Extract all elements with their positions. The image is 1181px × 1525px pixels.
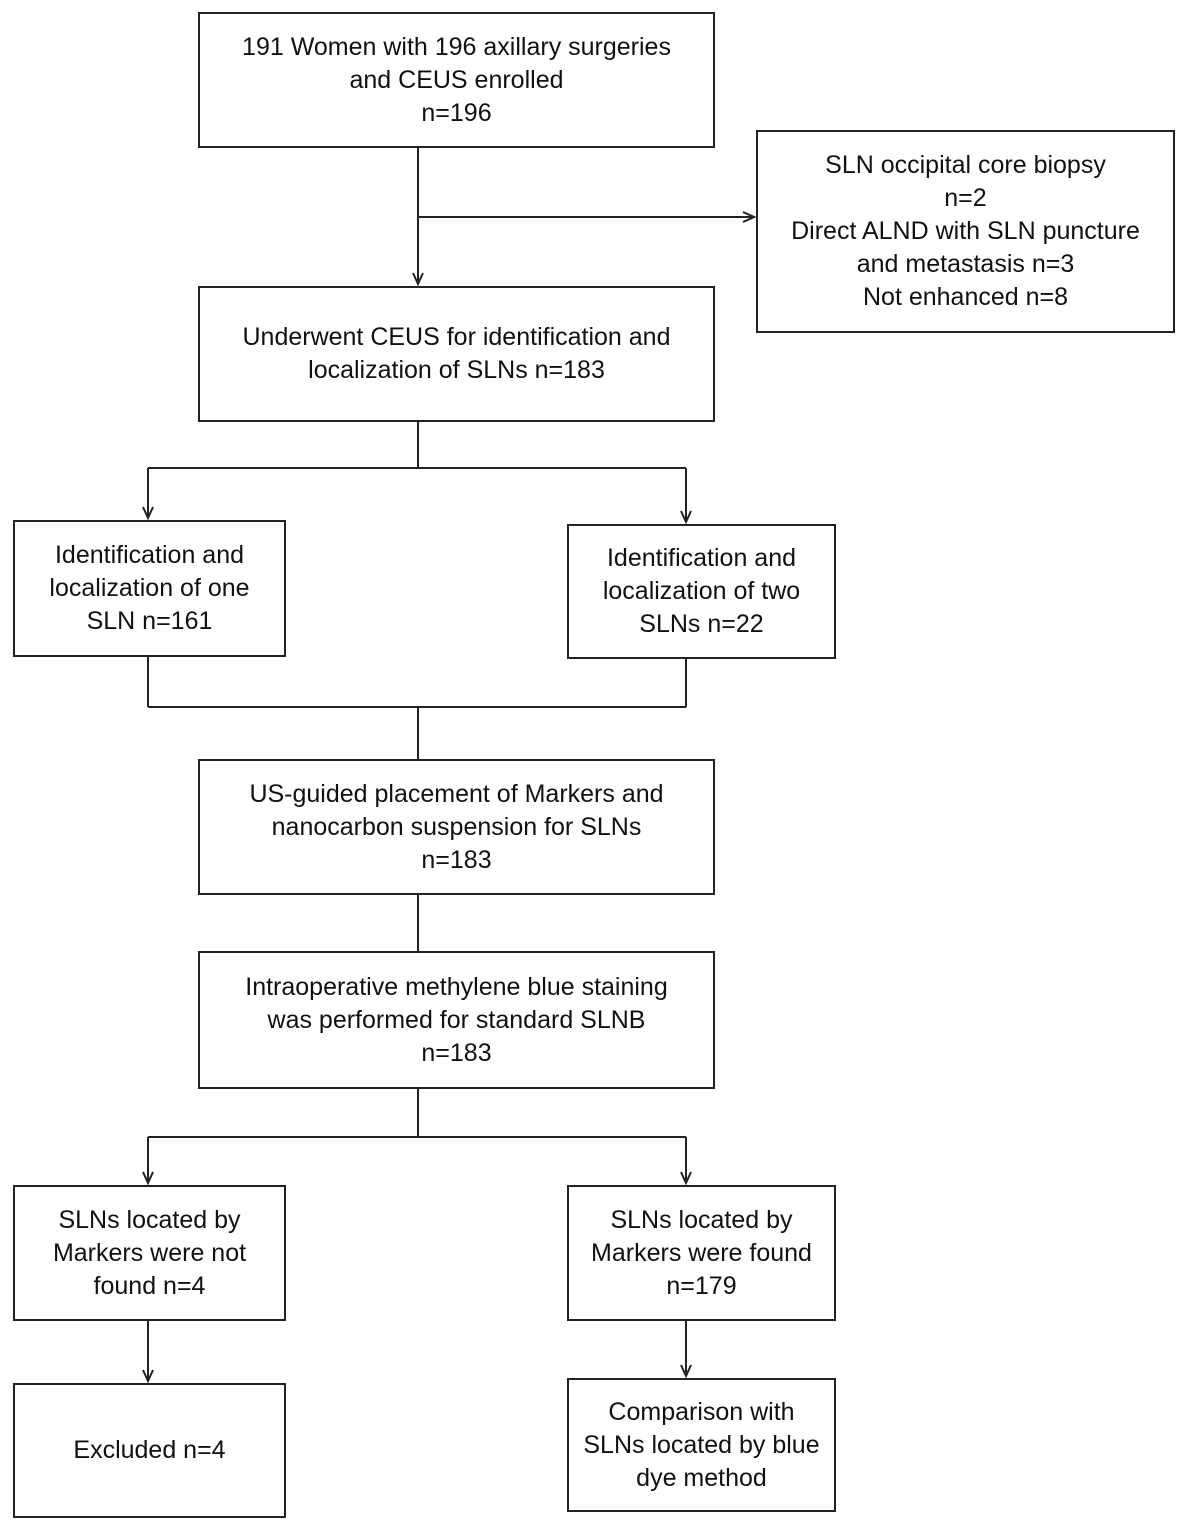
box-found-line: n=179 bbox=[666, 1271, 737, 1300]
box-placement-line: nanocarbon suspension for SLNs bbox=[271, 812, 642, 841]
box-one-sln: Identification and localization of one S… bbox=[13, 520, 286, 657]
box-early-exclusions-line: and metastasis n=3 bbox=[856, 250, 1075, 278]
box-ceus-line: localization of SLNs n=183 bbox=[308, 356, 605, 384]
box-staining-line: n=183 bbox=[421, 1038, 492, 1067]
box-one-sln-line: localization of one bbox=[49, 574, 250, 602]
box-found-line: Markers were found bbox=[591, 1238, 812, 1267]
box-two-sln-line: localization of two bbox=[602, 577, 801, 605]
box-early-exclusions: SLN occipital core biopsy n=2 Direct ALN… bbox=[756, 130, 1175, 333]
box-comparison-line: Comparison with bbox=[608, 1397, 795, 1426]
box-early-exclusions-line: Not enhanced n=8 bbox=[862, 283, 1069, 311]
box-placement: US-guided placement of Markers and nanoc… bbox=[198, 759, 715, 895]
box-ceus: Underwent CEUS for identification and lo… bbox=[198, 286, 715, 422]
box-excluded: Excluded n=4 bbox=[13, 1383, 286, 1518]
box-staining: Intraoperative methylene blue staining w… bbox=[198, 951, 715, 1089]
box-found-line: SLNs located by bbox=[610, 1205, 793, 1234]
box-not-found-line: Markers were not bbox=[52, 1238, 247, 1267]
box-ceus-line: Underwent CEUS for identification and bbox=[242, 323, 671, 351]
box-found: SLNs located by Markers were found n=179 bbox=[567, 1185, 836, 1321]
box-placement-line: US-guided placement of Markers and bbox=[249, 779, 664, 808]
box-staining-line: Intraoperative methylene blue staining bbox=[245, 972, 668, 1001]
box-not-found: SLNs located by Markers were not found n… bbox=[13, 1185, 286, 1321]
box-two-sln-line: SLNs n=22 bbox=[639, 610, 764, 638]
box-staining-line: was performed for standard SLNB bbox=[267, 1005, 646, 1034]
box-not-found-line: found n=4 bbox=[93, 1271, 206, 1300]
box-early-exclusions-line: Direct ALND with SLN puncture bbox=[791, 217, 1140, 245]
box-placement-line: n=183 bbox=[421, 845, 492, 874]
box-comparison: Comparison with SLNs located by blue dye… bbox=[567, 1378, 836, 1512]
box-early-exclusions-line: n=2 bbox=[944, 184, 987, 212]
box-not-found-line: SLNs located by bbox=[58, 1205, 241, 1234]
box-enrolled-line: n=196 bbox=[421, 98, 492, 127]
box-comparison-line: SLNs located by blue bbox=[583, 1430, 820, 1459]
box-one-sln-line: Identification and bbox=[54, 541, 245, 569]
box-enrolled: 191 Women with 196 axillary surgeries an… bbox=[198, 12, 715, 148]
box-two-sln-line: Identification and bbox=[606, 544, 797, 572]
box-one-sln-line: SLN n=161 bbox=[86, 607, 213, 635]
box-excluded-line: Excluded n=4 bbox=[73, 1436, 226, 1464]
box-two-sln: Identification and localization of two S… bbox=[567, 524, 836, 659]
box-enrolled-line: 191 Women with 196 axillary surgeries bbox=[242, 32, 671, 61]
box-early-exclusions-line: SLN occipital core biopsy bbox=[825, 151, 1106, 179]
box-comparison-line: dye method bbox=[636, 1463, 767, 1492]
box-enrolled-line: and CEUS enrolled bbox=[349, 65, 564, 94]
